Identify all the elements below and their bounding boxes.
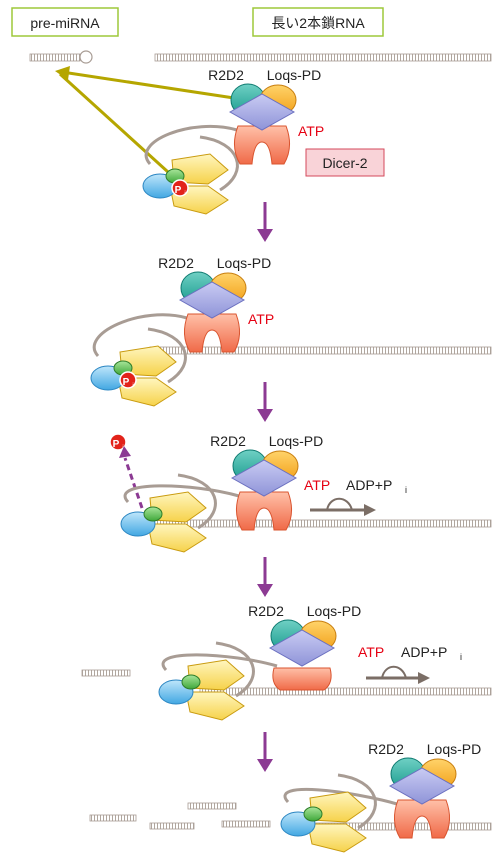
- svg-text:i: i: [405, 485, 407, 495]
- svg-text:P: P: [123, 377, 130, 388]
- dicer2-platform: [268, 629, 336, 667]
- rnase-iii-domain: [394, 799, 450, 839]
- svg-text:i: i: [132, 383, 133, 389]
- helicase-domain: [185, 691, 245, 721]
- linker: [177, 473, 217, 530]
- dicer2-complex: R2D2 Loqs-PD: [120, 433, 323, 553]
- sirna-fragment: [221, 820, 271, 828]
- sirna-fragment: [81, 669, 131, 677]
- linker: [92, 313, 188, 358]
- dicer2-label: Dicer-2: [322, 155, 367, 171]
- atp-label: ATP: [298, 123, 324, 139]
- dicer2-complex: R2D2 Loqs-PD: [158, 603, 361, 721]
- green-domain: [181, 674, 201, 690]
- dicer2-platform: [228, 93, 296, 131]
- atp-hydrolysis-arrow-row3: ATP ADP+P i: [304, 477, 407, 516]
- adp-pi-label: ADP+P: [346, 477, 392, 493]
- sirna-fragment: [149, 822, 195, 830]
- linker: [215, 641, 255, 698]
- green-domain: [143, 506, 163, 522]
- svg-text:P: P: [113, 439, 120, 450]
- pre-mirna-label: pre-miRNA: [30, 15, 100, 31]
- svg-text:i: i: [460, 652, 462, 662]
- atp-label: ATP: [358, 644, 384, 660]
- svg-text:i: i: [184, 191, 185, 197]
- helicase-domain: [147, 523, 207, 553]
- phosphate-icon: [119, 371, 137, 389]
- linker: [161, 653, 278, 672]
- phosphate-icon: [171, 179, 189, 197]
- atp-label: ATP: [304, 477, 330, 493]
- loqs-pd-label: Loqs-PD: [307, 603, 361, 619]
- dicer2-complex: R2D2 Loqs-PD: [280, 741, 481, 853]
- svg-text:P: P: [175, 185, 182, 196]
- sirna-fragment: [89, 814, 137, 822]
- linker: [123, 484, 240, 504]
- linker: [199, 135, 239, 192]
- linker: [144, 124, 238, 166]
- linker: [147, 327, 187, 384]
- header-pre-mirna: pre-miRNA: [11, 7, 119, 37]
- dicer2-platform: [178, 281, 246, 319]
- rnase-iii-domain: [272, 667, 332, 691]
- rnase-iii-domain: [184, 313, 240, 353]
- linker: [283, 787, 398, 806]
- long-dsrna-label: 長い2本鎖RNA: [271, 15, 365, 31]
- binding-arrows: [55, 66, 235, 174]
- header-long-dsrna: 長い2本鎖RNA: [252, 7, 384, 37]
- loqs-pd-label: Loqs-PD: [269, 433, 323, 449]
- atp-hydrolysis-arrow-row4: ATP ADP+P i: [358, 644, 462, 684]
- pre-mirna-hairpin-icon: [29, 50, 93, 64]
- svg-text:i: i: [122, 445, 123, 451]
- adp-pi-label: ADP+P: [401, 644, 447, 660]
- released-phosphate-icon: P i: [109, 433, 144, 509]
- green-domain: [303, 806, 323, 822]
- helicase-domain: [307, 823, 367, 853]
- rnase-iii-domain: [234, 125, 290, 165]
- sirna-fragment: [187, 802, 237, 810]
- atp-label: ATP: [248, 311, 274, 327]
- r2d2-label: R2D2: [210, 433, 246, 449]
- step-arrows: [257, 202, 273, 772]
- dicer2-platform: [388, 767, 456, 805]
- r2d2-label: R2D2: [248, 603, 284, 619]
- dicer2-platform: [230, 459, 298, 497]
- r2d2-label: R2D2: [158, 255, 194, 271]
- dicer2-label-box: Dicer-2: [305, 148, 385, 177]
- linker: [337, 773, 377, 830]
- r2d2-label: R2D2: [208, 67, 244, 83]
- dsrna-strand-row1: [154, 53, 492, 62]
- loqs-pd-label: Loqs-PD: [217, 255, 271, 271]
- loqs-pd-label: Loqs-PD: [267, 67, 321, 83]
- rnase-iii-domain: [236, 491, 292, 531]
- r2d2-label: R2D2: [368, 741, 404, 757]
- loqs-pd-label: Loqs-PD: [427, 741, 481, 757]
